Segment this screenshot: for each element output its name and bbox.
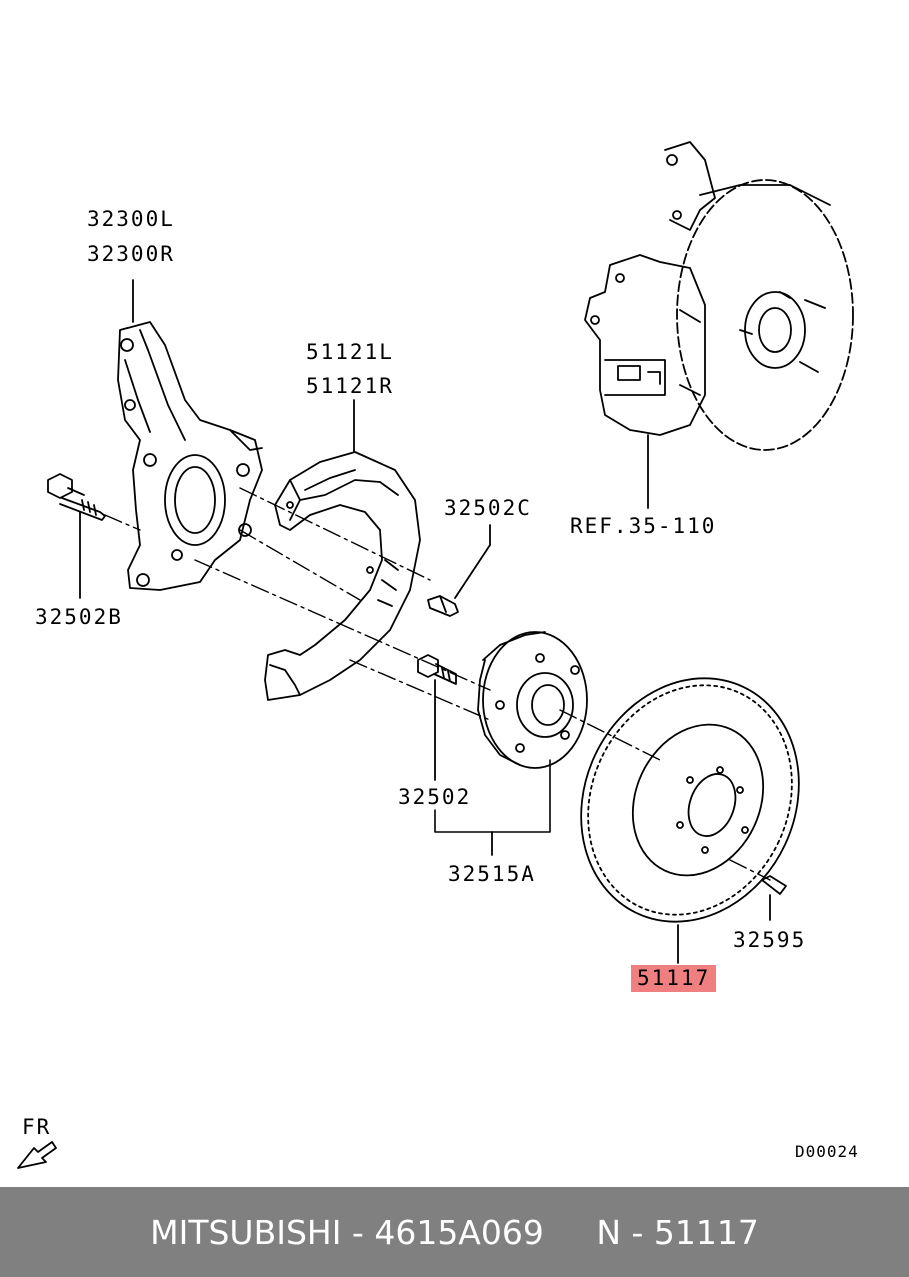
brake-disc bbox=[580, 677, 800, 923]
label-32502: 32502 bbox=[398, 785, 472, 809]
bolt-32502c bbox=[427, 595, 459, 617]
diagram-id: D00024 bbox=[795, 1142, 859, 1161]
steering-knuckle bbox=[117, 321, 263, 591]
leader-32502c-2 bbox=[454, 544, 491, 599]
footer-text: MITSUBISHI - 4615A069 N - 51117 bbox=[150, 1212, 759, 1252]
label-51121r: 51121R bbox=[306, 374, 394, 398]
front-arrow-icon bbox=[17, 1141, 57, 1169]
label-32502c: 32502C bbox=[444, 496, 532, 520]
label-32300r: 32300R bbox=[87, 242, 175, 266]
label-32515a: 32515A bbox=[448, 862, 536, 886]
axis-lines bbox=[104, 487, 771, 881]
label-51121l: 51121L bbox=[306, 340, 394, 364]
bolt-32502b bbox=[47, 473, 106, 521]
screw-32595 bbox=[761, 875, 787, 895]
hub-assembly bbox=[477, 631, 588, 769]
hub-bolt-32502 bbox=[417, 654, 457, 685]
footer-banner: MITSUBISHI - 4615A069 N - 51117 bbox=[0, 1187, 909, 1277]
label-fr: FR bbox=[22, 1115, 52, 1139]
label-32502b: 32502B bbox=[35, 605, 123, 629]
parts-diagram bbox=[17, 141, 854, 1169]
label-51117-highlighted: 51117 bbox=[631, 965, 717, 992]
label-ref-35-110: REF.35-110 bbox=[570, 514, 717, 538]
label-32595: 32595 bbox=[733, 928, 807, 952]
caliper-assembly bbox=[584, 141, 854, 451]
label-32300l: 32300L bbox=[87, 207, 175, 231]
dust-cover bbox=[264, 451, 421, 701]
